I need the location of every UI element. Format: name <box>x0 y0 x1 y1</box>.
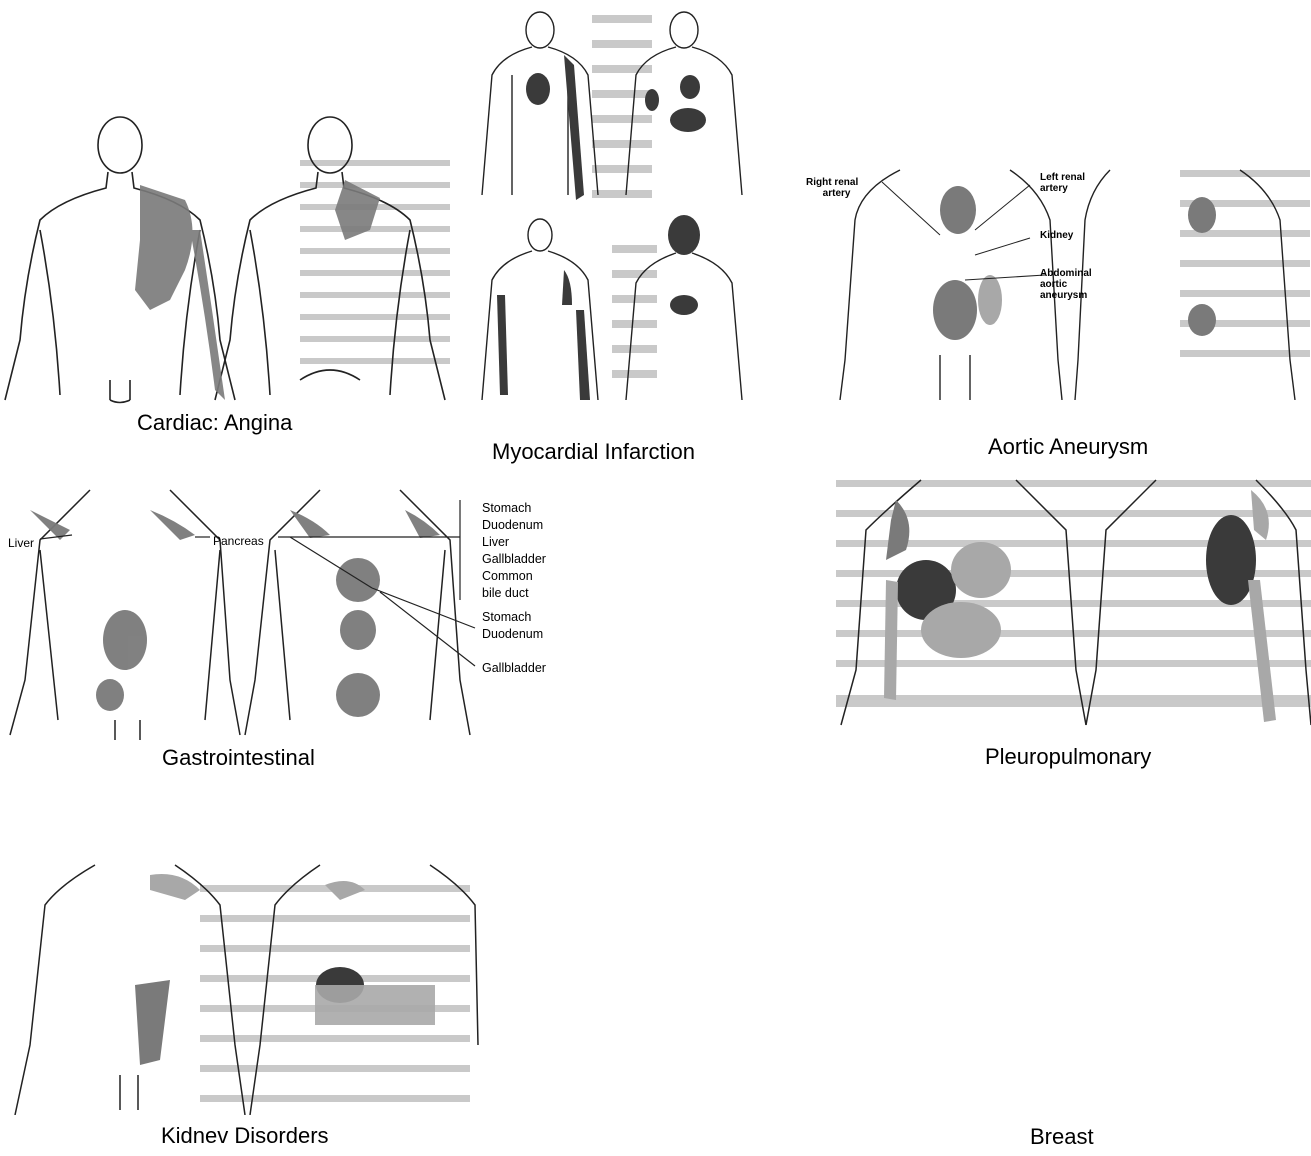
pleuro-front-shoulder <box>886 500 909 560</box>
aortic-panel: Right renal artery Left renal artery Kid… <box>800 160 1311 400</box>
mi-figure <box>472 5 764 400</box>
gi-front-lower <box>96 679 124 711</box>
pleuro-panel: Pleuropulmonary <box>836 470 1311 770</box>
mi-female-epigastric <box>670 108 706 132</box>
kidney-caption: Kidnev Disorders <box>161 1123 329 1149</box>
gi-group1-item: Stomach <box>482 500 546 517</box>
mi-shoulder-area <box>562 270 572 305</box>
gi-back-shoulder-left <box>290 510 330 538</box>
angina-caption: Cardiac: Angina <box>137 410 292 436</box>
mi-chest-area <box>526 73 550 105</box>
kidney-panel: Kidnev Disorders <box>0 845 480 1156</box>
gi-figure <box>0 480 560 740</box>
gi-group2-item: Stomach <box>482 609 543 626</box>
kidney-label: Kidney <box>1040 230 1073 241</box>
liver-label: Liver <box>8 535 34 551</box>
mi-panel: Myocardial Infarction <box>472 5 764 400</box>
mi-caption: Myocardial Infarction <box>492 439 695 465</box>
aortic-lower-area <box>933 280 977 340</box>
gi-back-mid <box>340 610 376 650</box>
pleuro-front-arm <box>884 580 898 700</box>
gallbladder-label: Gallbladder <box>482 660 546 677</box>
pleuro-front-right-chest <box>951 542 1011 598</box>
angina-panel: Cardiac: Angina <box>0 110 460 405</box>
gi-group2-item: Duodenum <box>482 626 543 643</box>
mi-back-area <box>670 295 698 315</box>
mi-left-arm-area <box>497 295 508 395</box>
angina-figure <box>0 110 460 405</box>
gi-group1-item: Liver <box>482 534 546 551</box>
aortic-back-upper <box>1188 197 1216 233</box>
pleuro-back-area <box>1206 515 1256 605</box>
gi-pancreas-front-area <box>150 510 195 540</box>
angina-chest-area <box>135 185 193 310</box>
pancreas-label: Pancreas <box>213 533 264 549</box>
aortic-upper-area <box>940 186 976 234</box>
pleuro-caption: Pleuropulmonary <box>985 744 1151 770</box>
kidney-figure <box>0 845 480 1115</box>
kidney-back-lower <box>315 985 435 1025</box>
gi-back-upper <box>336 558 380 602</box>
breast-caption: Breast <box>1030 1124 1094 1150</box>
gi-front-abdomen <box>103 610 147 670</box>
left-renal-label: Left renal artery <box>1040 172 1085 194</box>
abdominal-label: Abdominal aortic aneurysm <box>1040 268 1092 301</box>
mi-back-head <box>668 215 700 255</box>
mi-female-arm <box>645 89 659 111</box>
aortic-caption: Aortic Aneurysm <box>988 434 1148 460</box>
aortic-flank-area <box>978 275 1002 325</box>
gi-group1-item: Duodenum <box>482 517 546 534</box>
mi-right-arm-area <box>576 310 590 400</box>
gi-panel: Liver Pancreas Stomach Duodenum Liver Ga… <box>0 480 560 780</box>
kidney-back-shoulder <box>325 881 365 900</box>
pleuro-front-lower <box>921 602 1001 658</box>
gi-group1-item: Common <box>482 568 546 585</box>
gi-caption: Gastrointestinal <box>162 745 315 771</box>
gi-back-lower <box>336 673 380 717</box>
mi-arm-area <box>564 55 584 200</box>
pleuro-back-shoulder <box>1251 490 1269 540</box>
pleuro-figure <box>836 470 1311 735</box>
aortic-back-lower <box>1188 304 1216 336</box>
kidney-front-flank <box>135 980 170 1065</box>
mi-female-chest <box>680 75 700 99</box>
gi-group1-label: Stomach Duodenum Liver Gallbladder Commo… <box>482 500 546 602</box>
gi-group1-item: bile duct <box>482 585 546 602</box>
right-renal-label: Right renal artery <box>806 177 858 199</box>
gi-group1-item: Gallbladder <box>482 551 546 568</box>
gi-group2-label: Stomach Duodenum <box>482 609 543 643</box>
